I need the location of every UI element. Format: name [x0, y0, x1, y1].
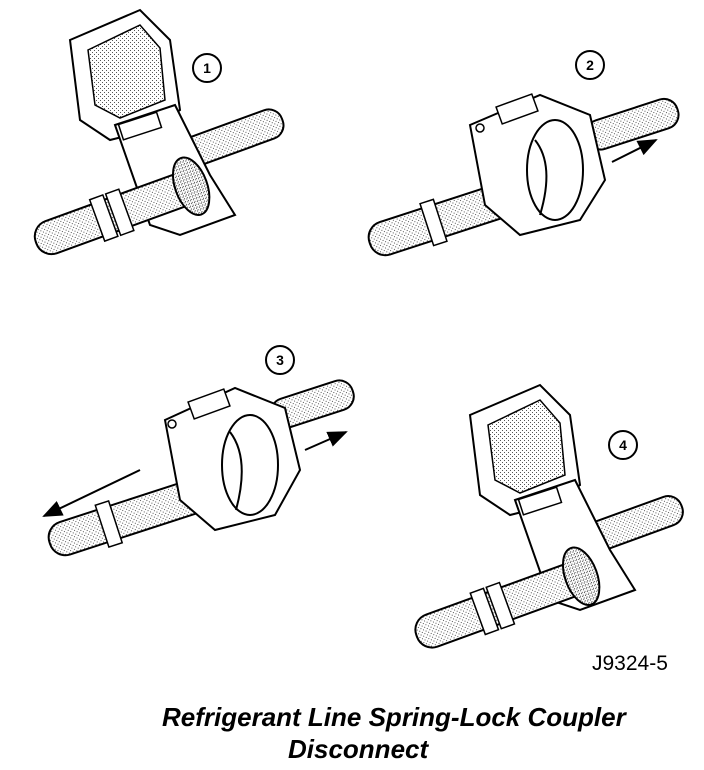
step-3-illustration: 3	[42, 345, 355, 557]
step-4-badge	[608, 430, 638, 460]
step-1-badge	[192, 53, 222, 83]
step-3-badge	[265, 345, 295, 375]
caption-title: Refrigerant Line Spring-Lock Coupler	[162, 702, 626, 732]
step-2-number: 2	[586, 57, 594, 73]
pull-arrow-right	[304, 431, 348, 451]
pull-arrow-left	[42, 469, 141, 517]
figure-code: J9324-5	[592, 652, 668, 675]
push-arrow	[611, 139, 658, 163]
step-1-illustration: 1	[33, 8, 285, 256]
step-4-illustration: 4	[414, 383, 684, 649]
step-2-illustration: 2	[367, 50, 680, 257]
step-3-number: 3	[276, 352, 284, 368]
step-4-number: 4	[619, 437, 627, 453]
coupler-tool-closed	[163, 386, 302, 532]
refrigerant-line-near	[33, 156, 211, 256]
step-1-number: 1	[203, 60, 211, 76]
caption-subtitle: Disconnect	[288, 734, 429, 764]
refrigerant-line-near	[414, 546, 601, 649]
coupler-tool-closed	[468, 93, 607, 237]
step-2-badge	[575, 50, 605, 80]
